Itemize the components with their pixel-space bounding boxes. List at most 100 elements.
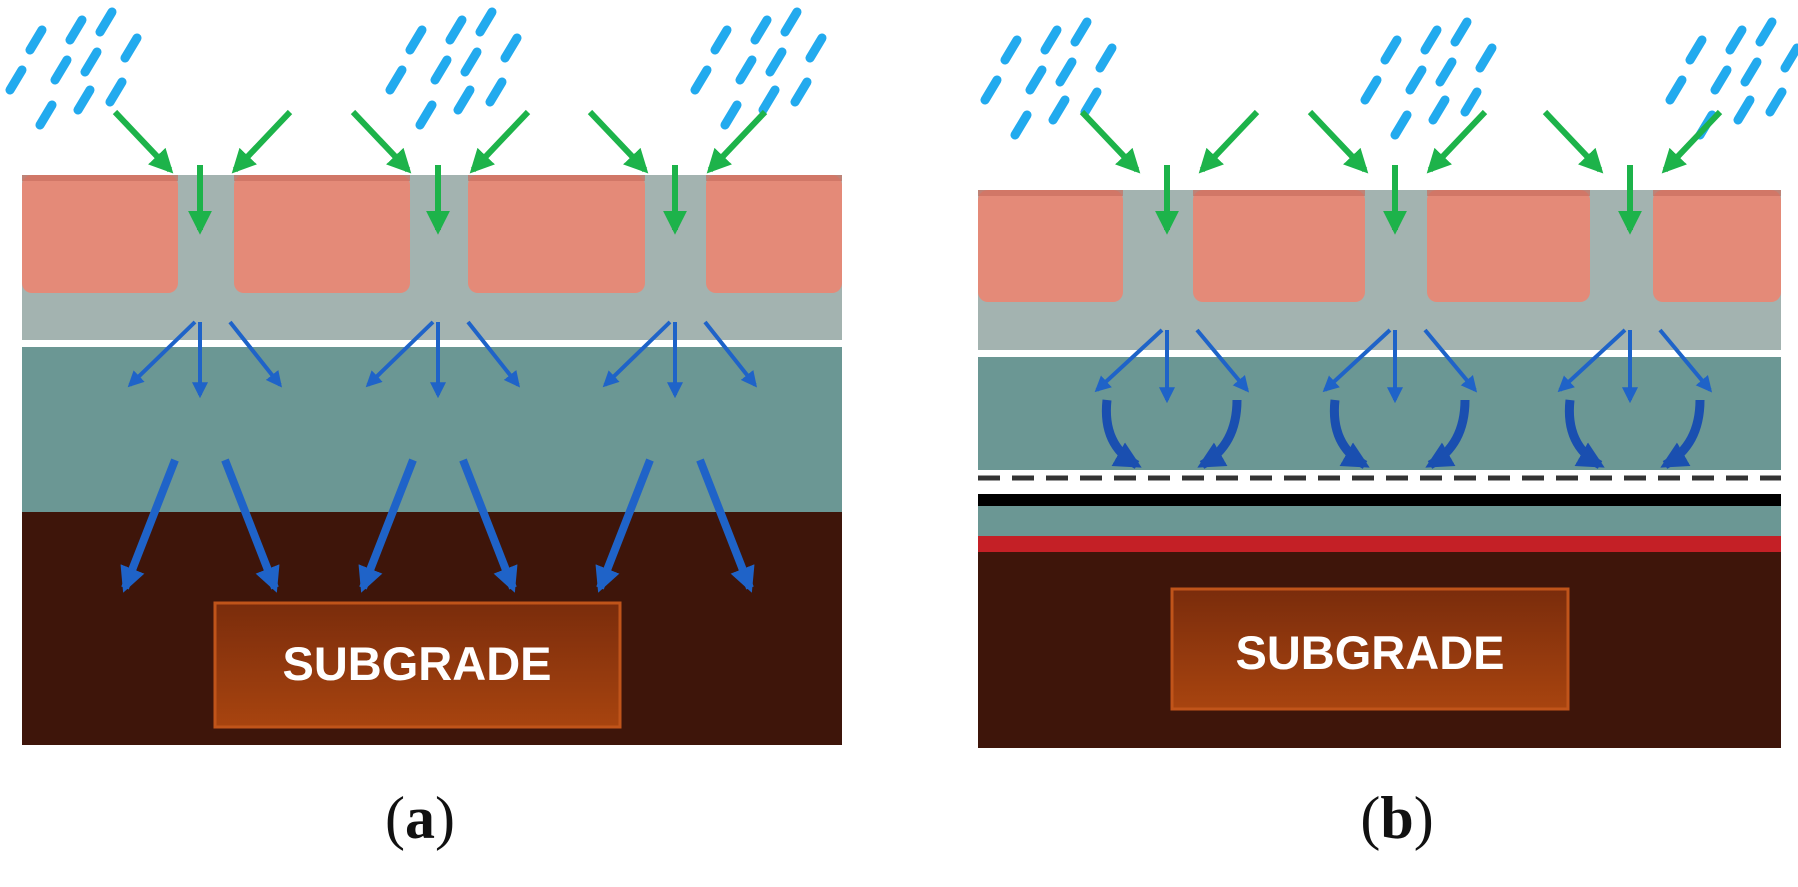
rain-drop (1765, 87, 1787, 117)
inflow-arrow (112, 109, 174, 174)
panel-a: SUBGRADE (5, 7, 842, 745)
paver-top-edge (978, 190, 1123, 196)
rain-drop (690, 65, 712, 95)
paver-block (468, 175, 645, 293)
lateral-flow-arrow (1564, 399, 1605, 469)
panel-b-geotextile-gap (978, 470, 1781, 495)
rain-drop (1685, 35, 1707, 65)
rain-drop (805, 33, 827, 63)
lateral-flow-arrow (1660, 399, 1705, 469)
drain-arrow (1658, 328, 1713, 393)
rain-drop (105, 77, 127, 107)
rain-drop (1380, 35, 1402, 65)
rain-drop (1070, 17, 1092, 47)
rain-drop (1725, 25, 1747, 55)
rain-drop (1025, 65, 1047, 95)
rain-drop (1755, 17, 1777, 47)
lateral-flow-arrow (1329, 399, 1370, 469)
panel-b-inflow-arrows (1079, 109, 1723, 235)
paver-top-edge (22, 175, 178, 181)
drain-arrow (1423, 328, 1478, 393)
inflow-arrow (587, 109, 649, 174)
rain-drop (80, 47, 102, 77)
panel-b-pavers (978, 190, 1781, 302)
infiltration-arrow (696, 458, 755, 593)
rain-drop (405, 25, 427, 55)
inflow-arrow (1307, 109, 1369, 174)
rain-drop (73, 85, 95, 115)
lateral-flow-arrow (1101, 399, 1142, 469)
paver-top-edge (468, 175, 645, 181)
panel-a-pavers (22, 175, 842, 293)
panel-b-subgrade-label: SUBGRADE (1236, 626, 1505, 679)
rain-drop (35, 100, 57, 130)
infiltration-arrow (358, 458, 417, 593)
rain-drop (1435, 57, 1457, 87)
panel-a-rain (5, 7, 827, 130)
rain-drop (1710, 65, 1732, 95)
infiltration-arrow (595, 458, 654, 593)
inflow-arrow (1426, 109, 1488, 174)
infiltration-arrow (221, 458, 280, 593)
panel-b: SUBGRADE (978, 17, 1798, 748)
inflow-arrow (1661, 109, 1723, 174)
inflow-arrow (1198, 109, 1260, 174)
panel-b-caption: (b) (1360, 785, 1434, 851)
rain-drop (1010, 110, 1032, 140)
rain-drop (1460, 87, 1482, 117)
panel-b-liner-red (978, 536, 1781, 552)
paver-block (1653, 190, 1781, 302)
rain-drop (790, 77, 812, 107)
paver-top-edge (1427, 190, 1590, 196)
rain-drop (980, 75, 1002, 105)
rain-drop (95, 7, 117, 37)
infiltration-arrow (120, 458, 179, 593)
paver-block (706, 175, 842, 293)
paver-top-edge (1193, 190, 1365, 196)
lateral-flow-arrow (1197, 399, 1242, 469)
paver-block (234, 175, 410, 293)
panel-b-filter-line (978, 350, 1781, 357)
drain-arrow (1195, 328, 1250, 393)
inflow-arrow (231, 109, 293, 174)
rain-drop (25, 25, 47, 55)
rain-drop (765, 47, 787, 77)
rain-drop (415, 100, 437, 130)
rain-drop (65, 15, 87, 45)
drain-arrow (228, 320, 282, 388)
rain-drop (710, 25, 732, 55)
rain-drop (1000, 35, 1022, 65)
panel-a-caption-letter: a (405, 785, 435, 851)
drain-arrow (1557, 328, 1627, 393)
panel-b-base-layer (978, 357, 1781, 470)
rain-drop (1048, 95, 1070, 125)
rain-drop (485, 77, 507, 107)
rain-drop (1040, 25, 1062, 55)
rain-drop (1450, 17, 1472, 47)
rain-drop (385, 65, 407, 95)
rain-drop (750, 15, 772, 45)
rain-drop (1095, 43, 1117, 73)
rain-drop (1428, 95, 1450, 125)
panel-a-inflow-arrows (112, 109, 768, 235)
paver-top-edge (234, 175, 410, 181)
panel-b-caption-letter: b (1380, 785, 1414, 851)
inflow-arrow (1542, 109, 1604, 174)
paver-top-edge (1653, 190, 1781, 196)
rain-drop (1475, 43, 1497, 73)
panel-a-caption: (a) (385, 785, 455, 851)
lateral-flow-arrow (1425, 399, 1470, 469)
rain-drop (1420, 25, 1442, 55)
inflow-arrow (706, 109, 768, 174)
panel-a-subgrade-box: SUBGRADE (213, 601, 622, 729)
panel-b-liner-black (978, 494, 1781, 506)
rain-drop (460, 47, 482, 77)
rain-drop (1780, 43, 1798, 73)
drain-arrow (703, 320, 757, 388)
panel-b-rain (980, 17, 1798, 140)
rain-drop (1080, 87, 1102, 117)
rain-drop (720, 100, 742, 130)
infiltration-arrow (459, 458, 518, 593)
drain-arrow (1322, 328, 1392, 393)
